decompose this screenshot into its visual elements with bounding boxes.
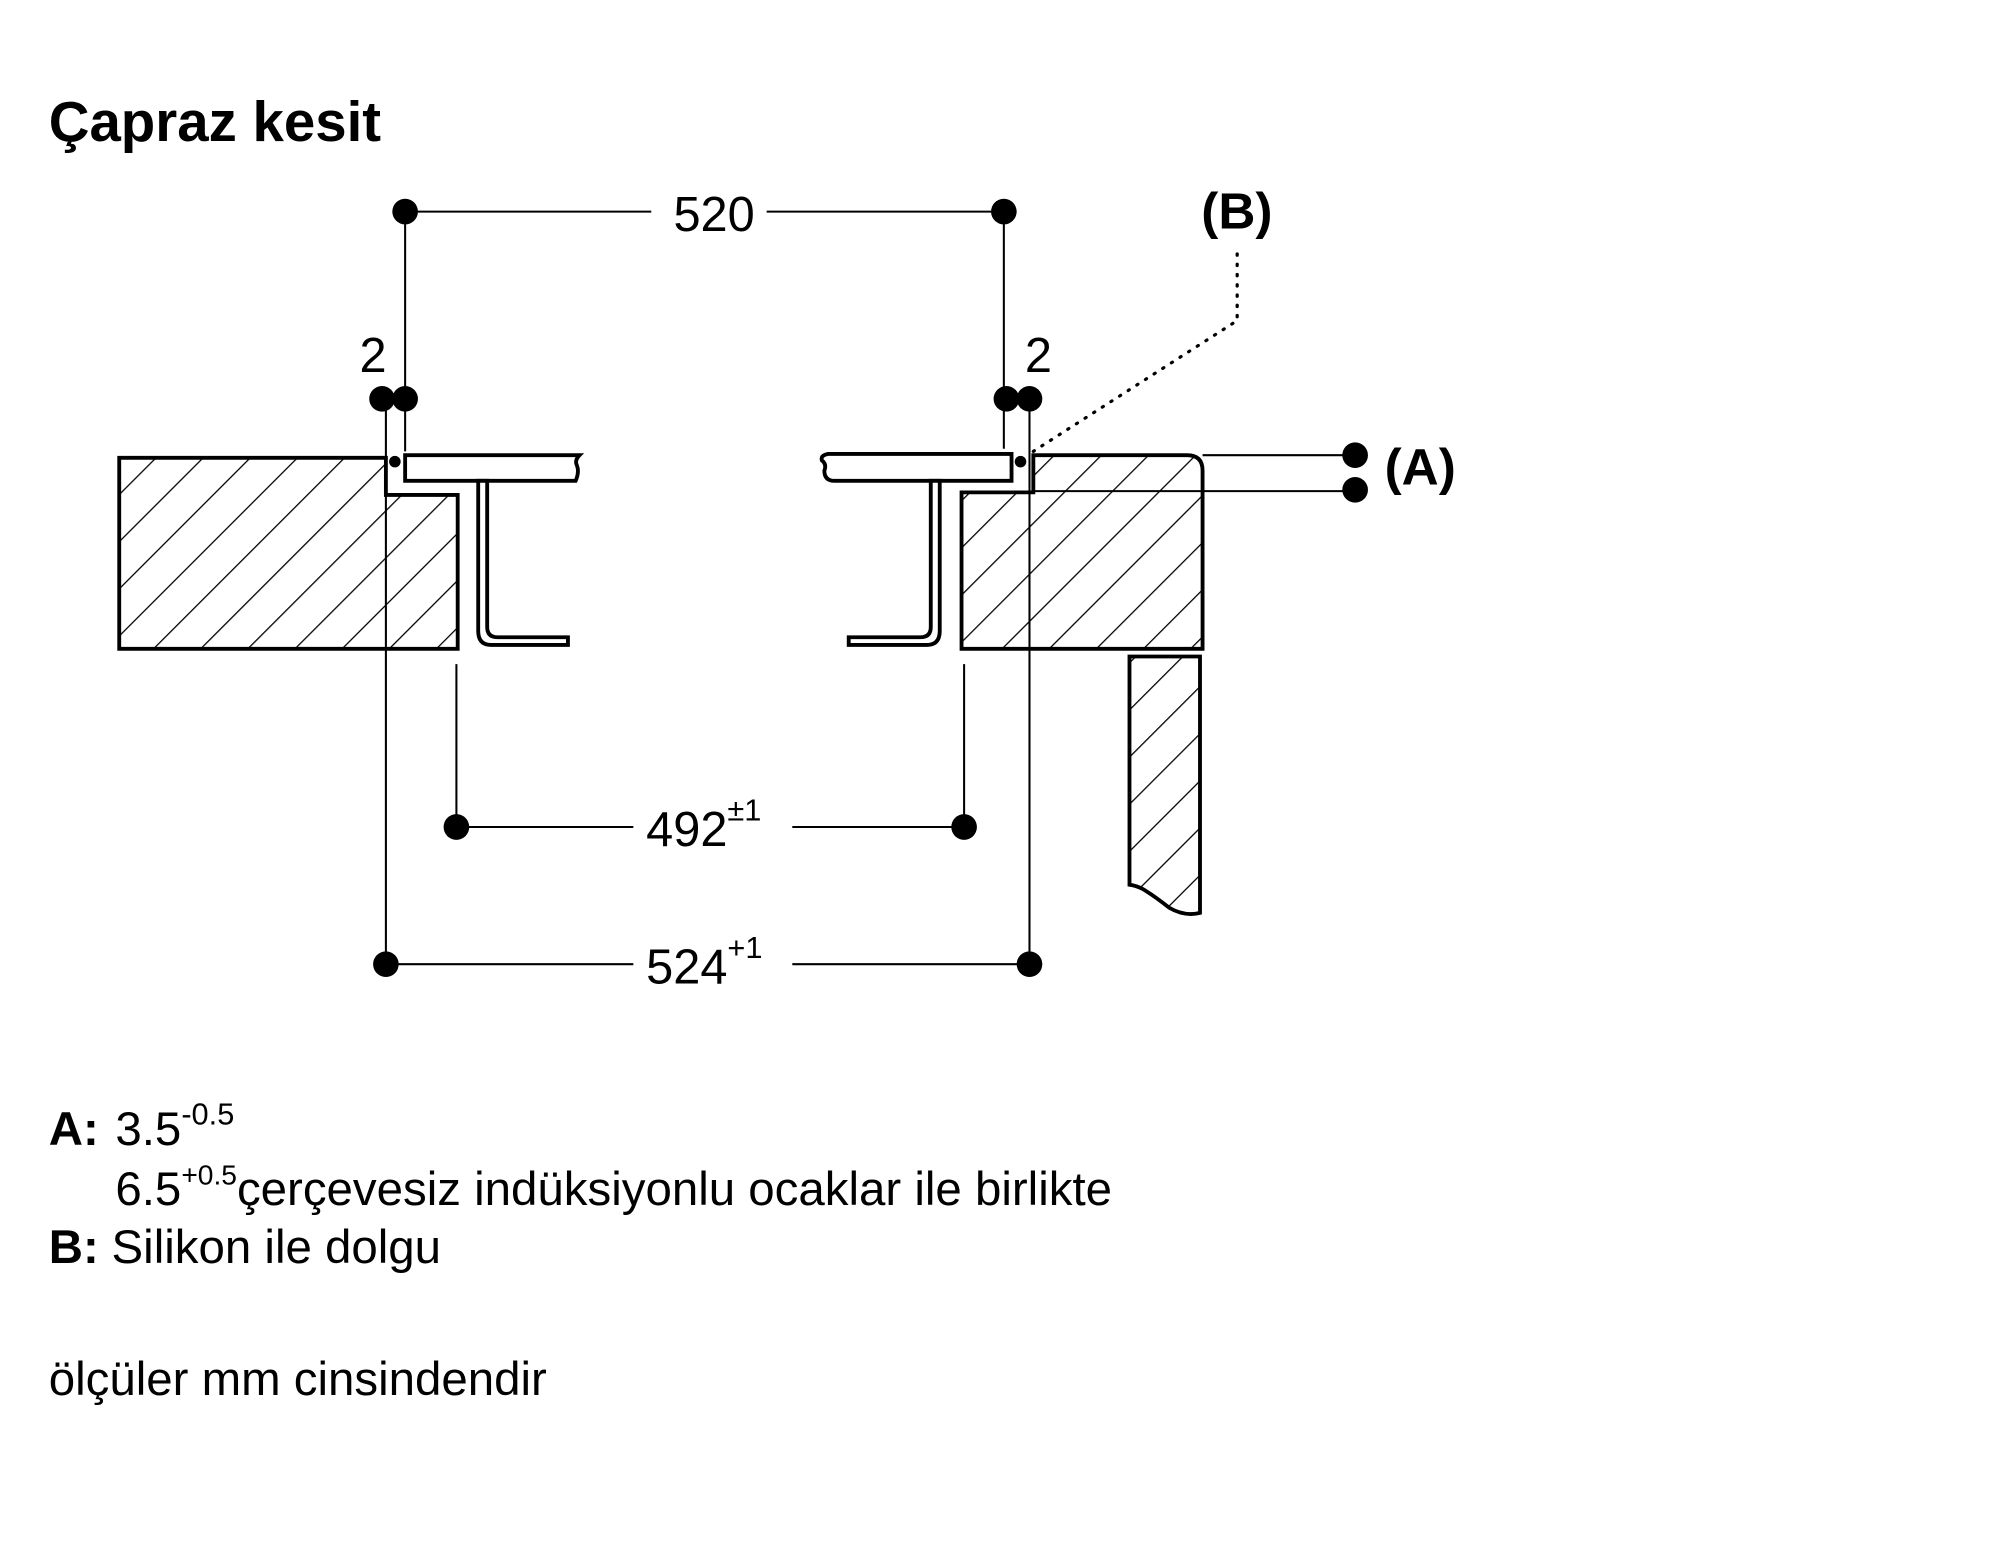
gap-right-label: 2	[1025, 329, 1052, 383]
callout-b-leader	[1031, 252, 1239, 453]
dimension-gap-right: 2	[993, 329, 1052, 965]
dimension-dot	[392, 198, 418, 225]
cabinet-side-panel	[1127, 654, 1202, 916]
dimension-dot	[991, 198, 1017, 225]
page-title: Çapraz kesit	[49, 90, 382, 153]
dimension-524: 524+1	[373, 930, 1043, 995]
left-hob-bracket	[476, 478, 570, 647]
left-hob-glass	[403, 453, 585, 483]
left-worktop	[117, 455, 460, 651]
right-hob-glass	[819, 451, 1014, 483]
legend-a-value1: 3.5-0.5	[115, 1096, 234, 1156]
dimension-524-label: 524+1	[646, 930, 762, 995]
units-note: ölçüler mm cinsindendir	[49, 1353, 547, 1406]
label-a: (A)	[1385, 439, 1456, 496]
legend-b-value: Silikon ile dolgu	[112, 1221, 442, 1274]
dimension-gap-left: 2	[360, 329, 418, 965]
dimension-492: 492±1	[443, 664, 977, 858]
dimension-492-label: 492±1	[646, 793, 761, 858]
silicone-seal-left	[389, 455, 401, 468]
right-hob-bracket	[846, 478, 942, 647]
silicone-seal-right	[1014, 455, 1027, 468]
legend-a-value2: 6.5+0.5çerçevesiz indüksiyonlu ocaklar i…	[115, 1159, 1112, 1217]
legend-a-key: A:	[49, 1103, 99, 1156]
legend: A: 3.5-0.5 6.5+0.5çerçevesiz indüksiyonl…	[49, 1096, 1112, 1406]
gap-left-label: 2	[360, 329, 387, 383]
dimension-a: (A)	[1033, 439, 1456, 503]
label-b: (B)	[1201, 182, 1272, 239]
right-worktop	[959, 453, 1205, 651]
legend-b-key: B:	[49, 1221, 99, 1274]
callout-b: (B)	[1031, 182, 1272, 453]
dimension-520: 520	[392, 188, 1017, 452]
dimension-520-label: 520	[673, 188, 754, 242]
